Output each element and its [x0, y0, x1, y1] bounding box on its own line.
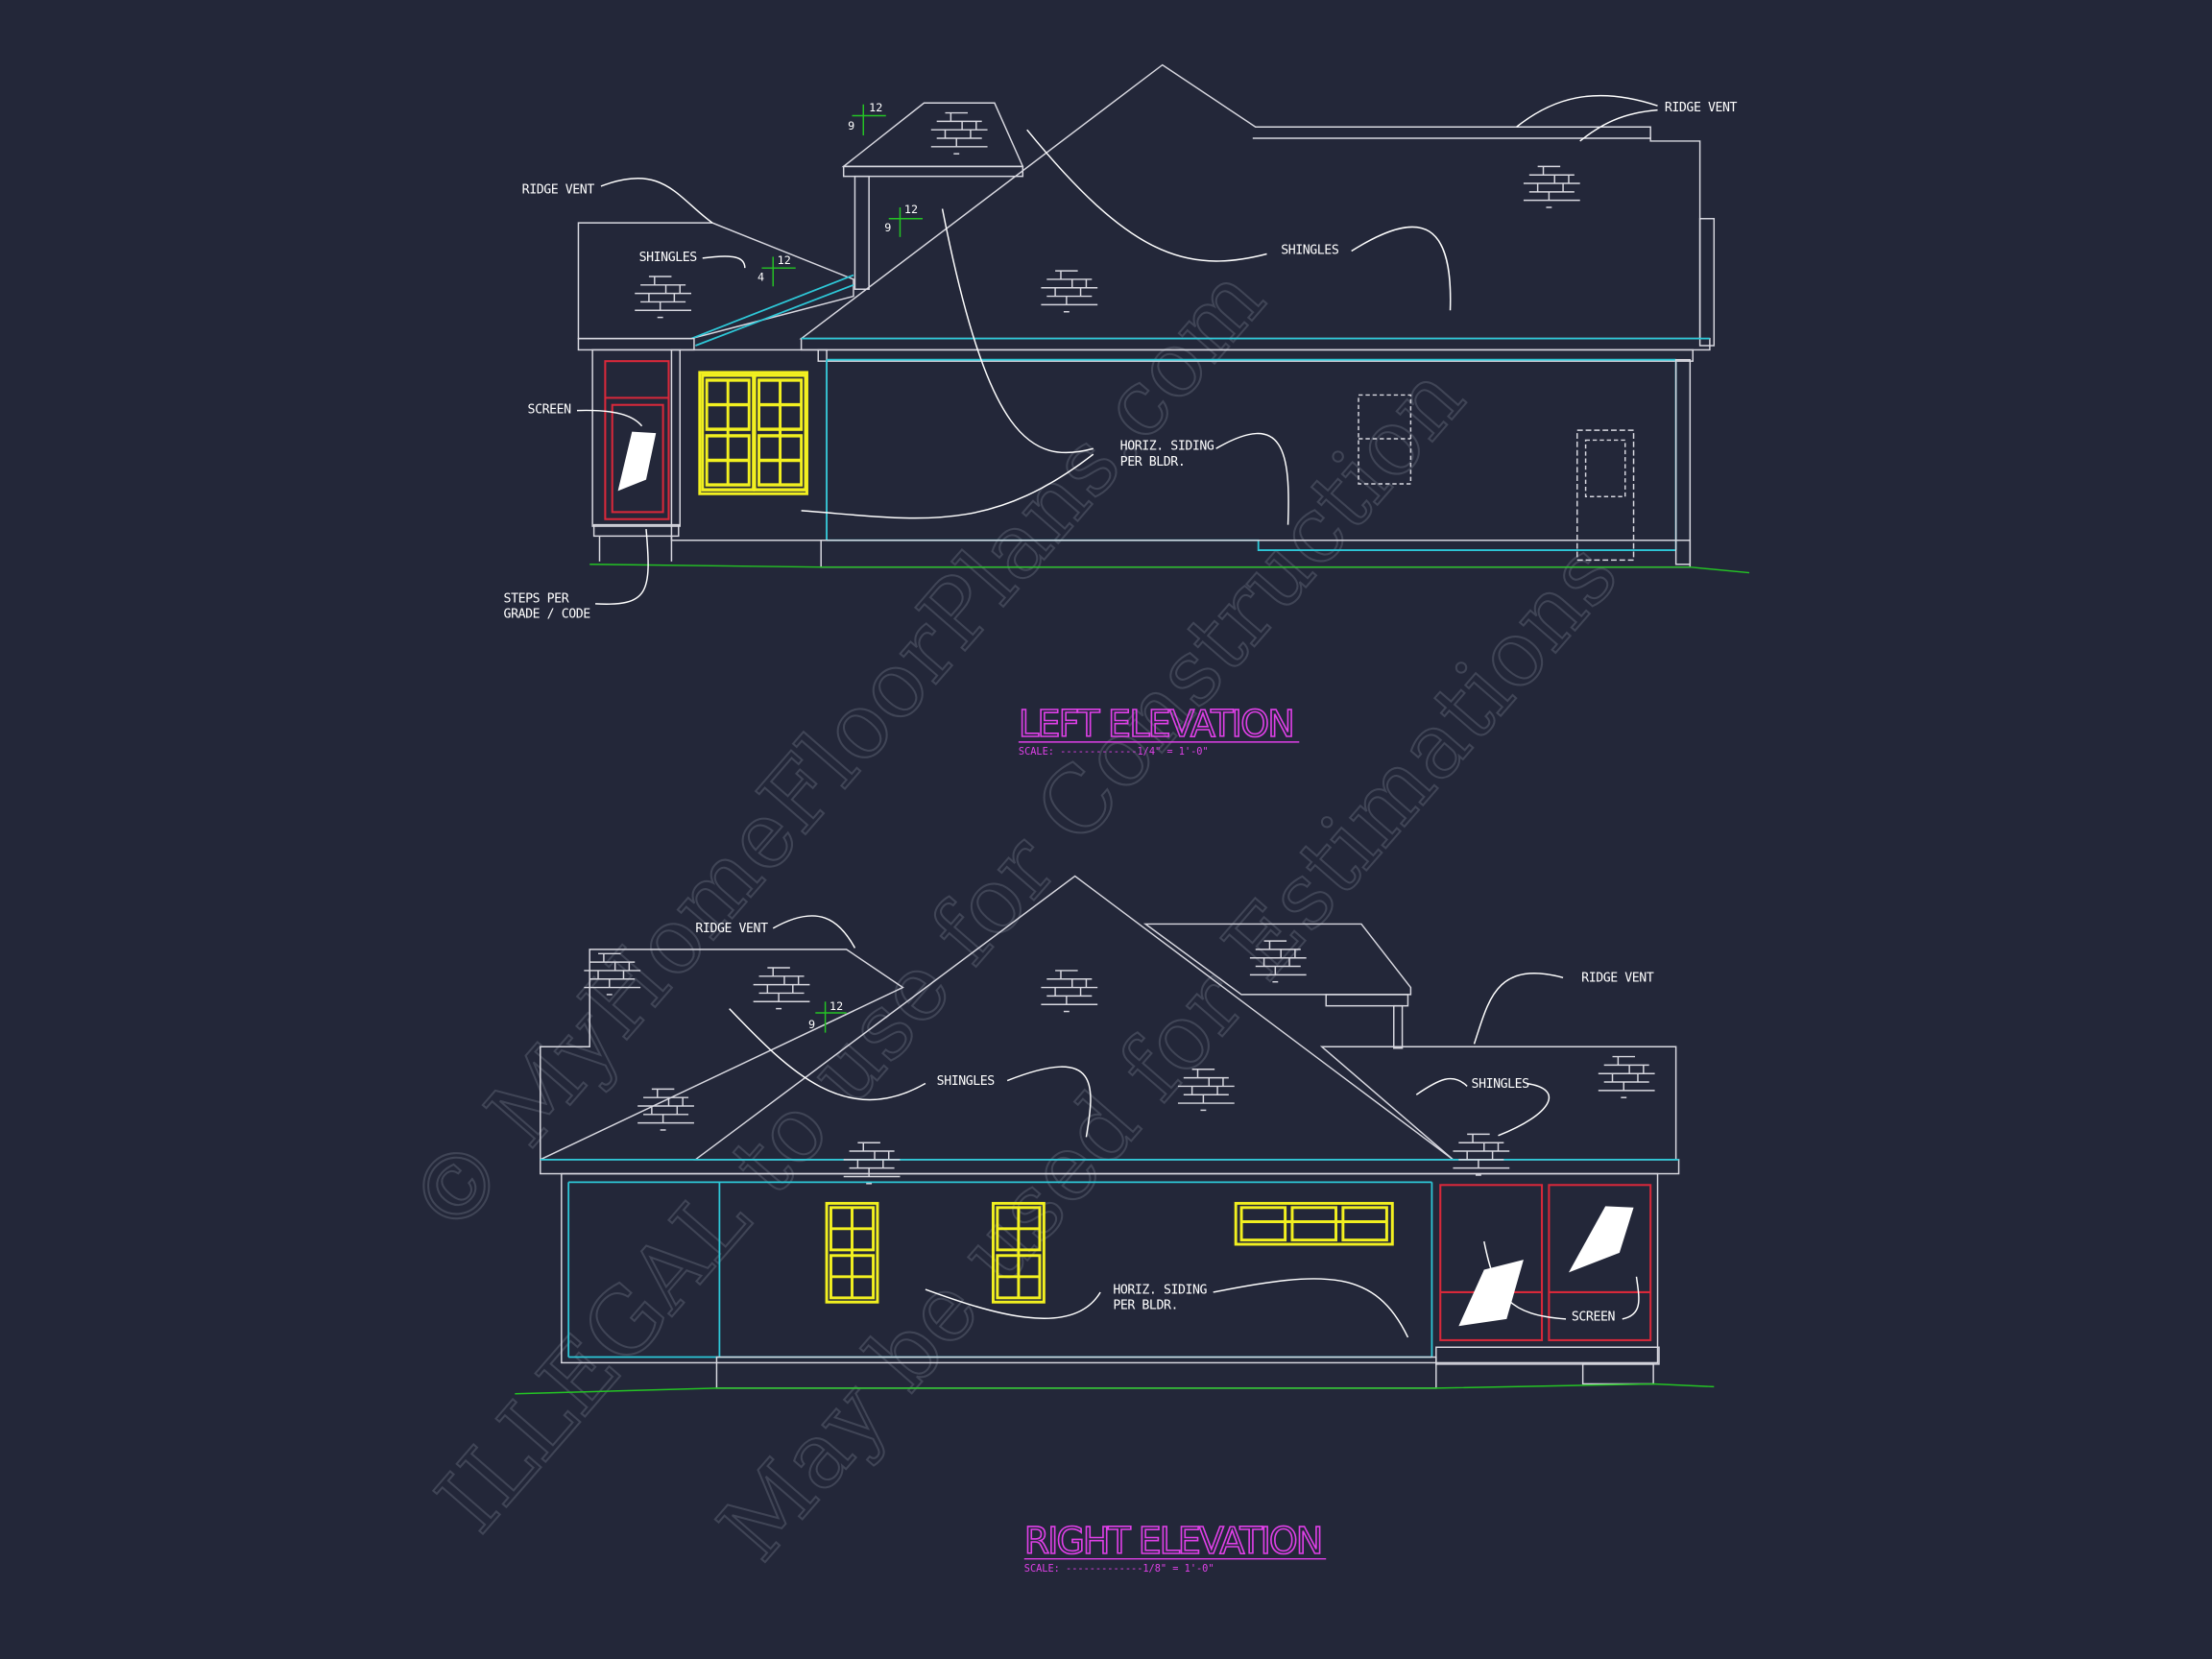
- steps-label: STEPS PER: [504, 591, 569, 606]
- pitch-rise: 4: [757, 270, 764, 283]
- ridge-vent-label: RIDGE VENT: [695, 922, 768, 936]
- pitch-rise: 9: [884, 221, 891, 234]
- siding-label: HORIZ. SIDING: [1120, 440, 1214, 454]
- pitch-run: 12: [778, 253, 791, 267]
- pitch-run: 12: [869, 101, 882, 114]
- steps-label: GRADE / CODE: [504, 608, 591, 622]
- pitch-run: 12: [830, 999, 843, 1013]
- ridge-vent-label: RIDGE VENT: [1581, 972, 1654, 986]
- siding-label: HORIZ. SIDING: [1113, 1283, 1207, 1297]
- watermark: © MyHomeFloorPlans.com ILLEGAL to use fo…: [388, 247, 1639, 1581]
- screen-label: SCREEN: [528, 403, 572, 418]
- left-elevation-scale: SCALE: -------------1/4" = 1'-0": [1019, 746, 1209, 757]
- pitch-rise: 9: [808, 1018, 815, 1031]
- shingles-label: SHINGLES: [639, 251, 698, 265]
- right-elevation-title: RIGHT ELEVATION: [1024, 1521, 1326, 1563]
- shingles-label: SHINGLES: [1472, 1077, 1530, 1092]
- pitch-run: 12: [904, 203, 918, 216]
- ridge-vent-label: RIDGE VENT: [1665, 101, 1738, 115]
- right-elevation-scale: SCALE: -------------1/8" = 1'-0": [1024, 1563, 1214, 1575]
- left-elevation-title: LEFT ELEVATION: [1019, 704, 1298, 746]
- shingles-label: SHINGLES: [1281, 243, 1339, 257]
- right-elevation-drawing: 12 9 RIDGE VENT RIDGE VENT SHINGLES SHIN…: [515, 875, 1715, 1575]
- shingles-label: SHINGLES: [937, 1074, 996, 1089]
- siding-label: PER BLDR.: [1113, 1299, 1178, 1313]
- screen-label: SCREEN: [1572, 1310, 1616, 1324]
- pitch-rise: 9: [848, 119, 854, 132]
- siding-label: PER BLDR.: [1120, 455, 1186, 469]
- ridge-vent-label: RIDGE VENT: [522, 182, 595, 197]
- left-elevation-drawing: 12 9 12 9 12 4 RIDGE VENT RIDGE VENT SHI…: [504, 63, 1750, 757]
